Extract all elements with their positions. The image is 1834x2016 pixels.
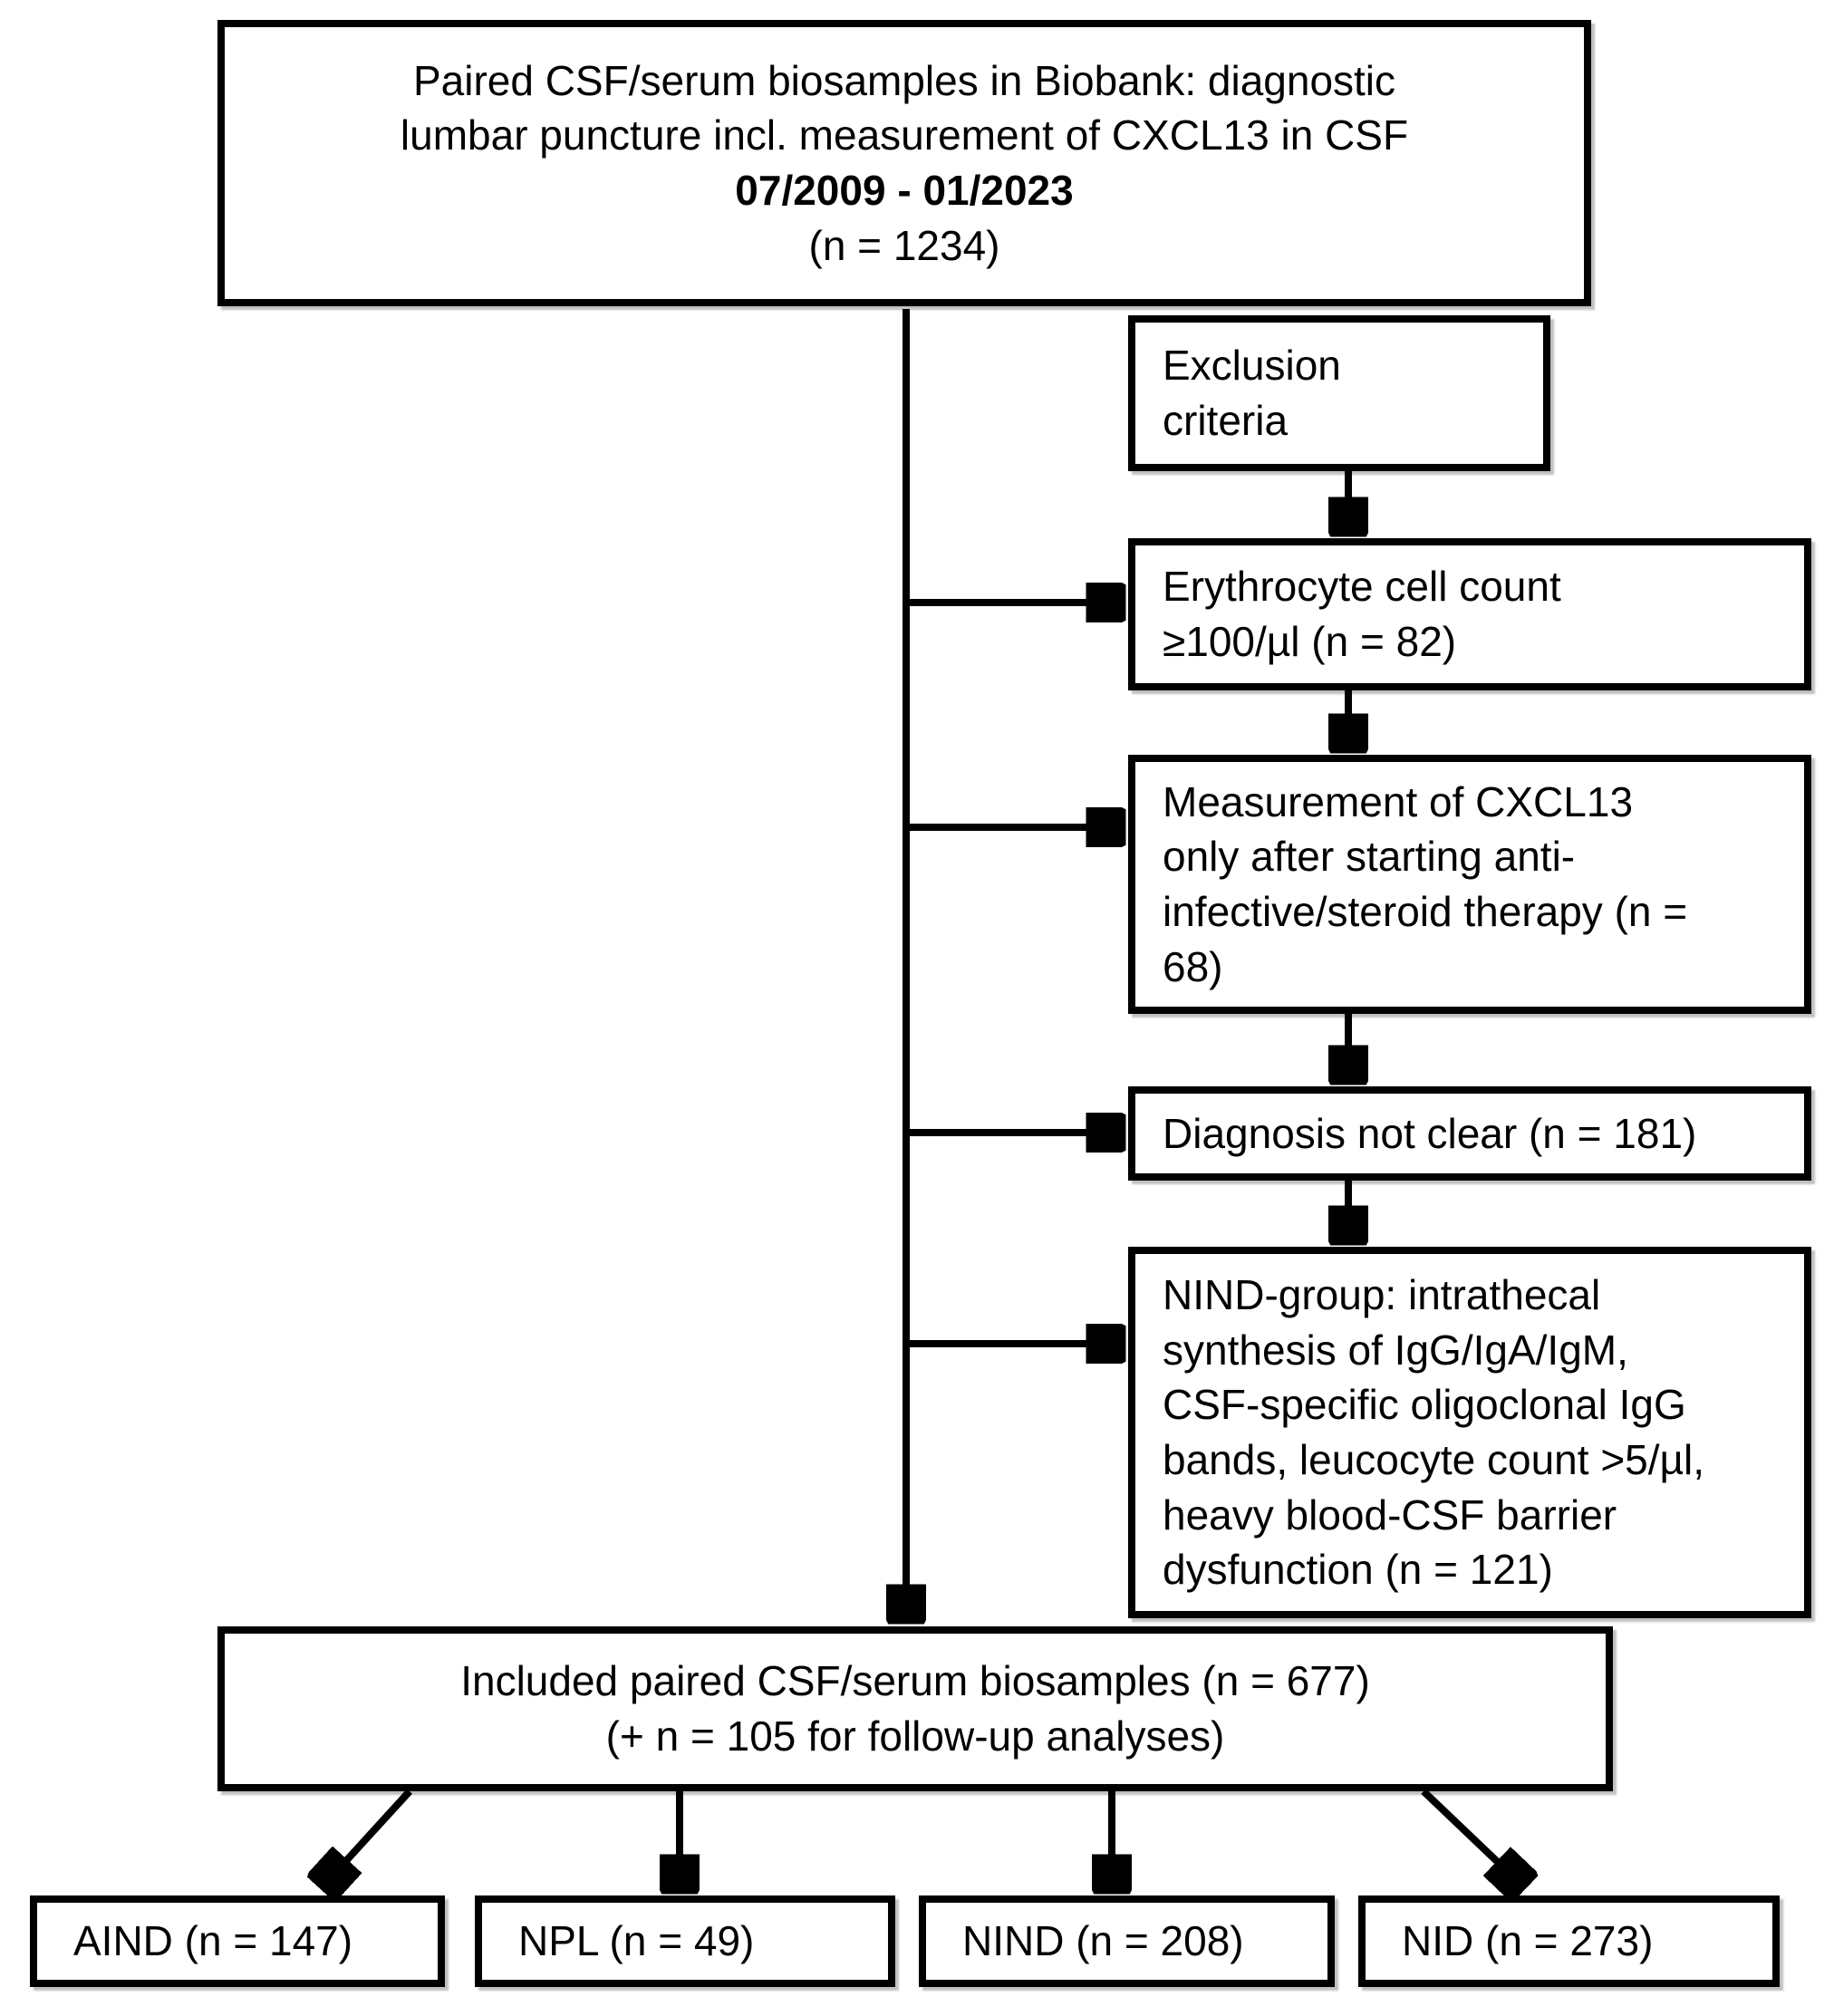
arrow-included-to-aind: [324, 1789, 412, 1885]
outcome-nind-label: NIND (n = 208): [962, 1917, 1244, 1965]
erythrocyte-line-2: ≥100/µl (n = 82): [1163, 618, 1457, 665]
exclusion-criteria-line-2: criteria: [1163, 397, 1289, 444]
biobank-source-line-1: Paired CSF/serum biosamples in Biobank: …: [412, 56, 1396, 104]
biobank-source-line-2: lumbar puncture incl. measurement of CXC…: [400, 111, 1409, 159]
arrow-included-to-nid: [1421, 1789, 1521, 1885]
exclusion-measurement-box: Measurement of CXCL13 only after startin…: [1128, 755, 1811, 1014]
exclusion-diagnosis-box: Diagnosis not clear (n = 181): [1128, 1086, 1811, 1181]
outcome-npl-label: NPL (n = 49): [518, 1917, 755, 1965]
included-samples-box: Included paired CSF/serum biosamples (n …: [217, 1626, 1613, 1791]
measurement-line-4: 68): [1163, 942, 1223, 990]
outcome-nind-box: NIND (n = 208): [919, 1895, 1335, 1987]
biobank-source-n: (n = 1234): [808, 221, 1000, 269]
included-line-1: Included paired CSF/serum biosamples (n …: [460, 1657, 1370, 1705]
outcome-aind-box: AIND (n = 147): [30, 1895, 445, 1987]
outcome-nid-label: NID (n = 273): [1402, 1917, 1654, 1965]
measurement-line-3: infective/steroid therapy (n =: [1163, 888, 1688, 935]
nind-group-line-4: bands, leucocyte count >5/µl,: [1163, 1436, 1705, 1483]
exclusion-erythrocyte-box: Erythrocyte cell count ≥100/µl (n = 82): [1128, 538, 1811, 690]
erythrocyte-line-1: Erythrocyte cell count: [1163, 563, 1561, 611]
outcome-npl-box: NPL (n = 49): [475, 1895, 895, 1987]
exclusion-criteria-line-1: Exclusion: [1163, 342, 1341, 390]
nind-group-line-5: heavy blood-CSF barrier: [1163, 1490, 1617, 1539]
measurement-line-1: Measurement of CXCL13: [1163, 777, 1634, 825]
outcome-aind-label: AIND (n = 147): [73, 1917, 353, 1965]
nind-group-line-6: dysfunction (n = 121): [1163, 1546, 1553, 1594]
nind-group-line-2: synthesis of IgG/IgA/IgM,: [1163, 1326, 1628, 1374]
nind-group-line-1: NIND-group: intrathecal: [1163, 1270, 1601, 1318]
diagnosis-line-1: Diagnosis not clear (n = 181): [1163, 1109, 1697, 1157]
exclusion-criteria-label-box: Exclusion criteria: [1128, 315, 1550, 471]
outcome-nid-box: NID (n = 273): [1358, 1895, 1780, 1987]
included-line-2: (+ n = 105 for follow-up analyses): [605, 1712, 1225, 1760]
measurement-line-2: only after starting anti-: [1163, 833, 1576, 881]
nind-group-line-3: CSF-specific oligoclonal IgG: [1163, 1381, 1686, 1429]
exclusion-nind-group-box: NIND-group: intrathecal synthesis of IgG…: [1128, 1247, 1811, 1618]
biobank-source-box: Paired CSF/serum biosamples in Biobank: …: [217, 20, 1591, 306]
biobank-source-period: 07/2009 - 01/2023: [735, 167, 1074, 214]
